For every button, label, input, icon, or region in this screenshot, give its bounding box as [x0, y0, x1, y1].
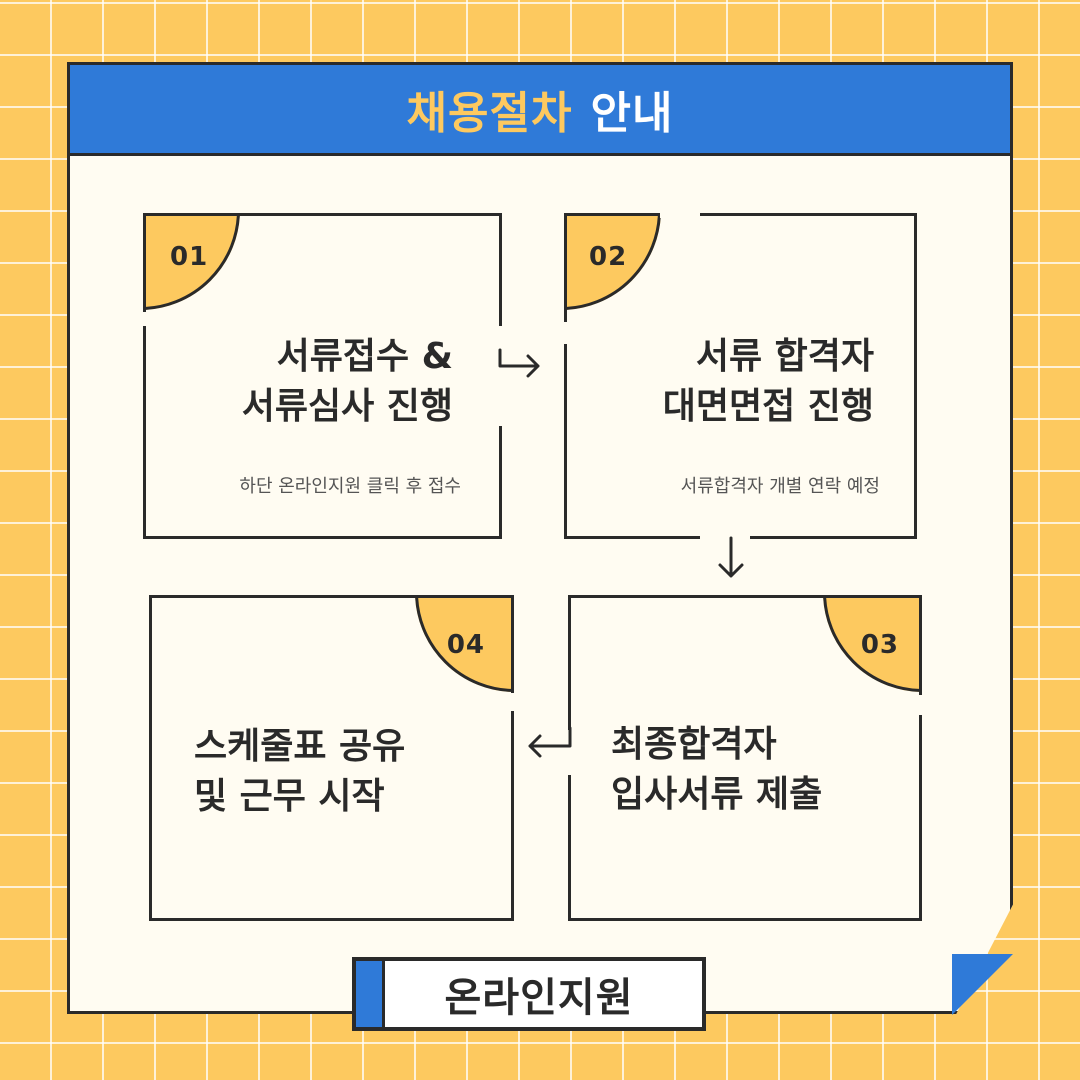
step-title-02-line1: 서류 합격자	[695, 336, 874, 377]
step-number-04: 04	[446, 630, 485, 660]
page-title-accent: 채용절차	[406, 88, 573, 139]
step-badge-02: 02	[567, 216, 663, 312]
apply-button-stripe	[356, 961, 385, 1027]
step-number-03: 03	[860, 630, 899, 660]
step-title-01-line2: 서류심사 진행	[241, 386, 453, 427]
step-title-03-line1: 최종합격자	[611, 724, 777, 765]
step-card-03: 03 최종합격자 입사서류 제출	[568, 595, 922, 921]
step-desc-01: 하단 온라인지원 클릭 후 접수	[239, 476, 461, 497]
step-title-04-line1: 스케줄표 공유	[194, 726, 406, 767]
step-number-01: 01	[170, 242, 209, 272]
step-title-04-line2: 및 근무 시작	[194, 776, 385, 817]
step-title-01-line1: 서류접수 &	[276, 336, 453, 377]
apply-online-button[interactable]: 온라인지원	[352, 957, 706, 1031]
step-title-01: 서류접수 & 서류심사 진행	[242, 332, 453, 432]
arrow-left-icon	[528, 726, 572, 758]
step-badge-03: 03	[823, 598, 919, 694]
step-badge-01: 01	[146, 216, 242, 312]
step-badge-04: 04	[415, 598, 511, 694]
step-number-02: 02	[589, 242, 628, 272]
arrow-right-icon	[498, 348, 540, 378]
step-card-02: 02 서류 합격자 대면면접 진행 서류합격자 개별 연락 예정	[564, 213, 917, 539]
step-title-02: 서류 합격자 대면면접 진행	[663, 332, 874, 432]
step-title-02-line2: 대면면접 진행	[662, 386, 874, 427]
apply-online-label: 온라인지원	[444, 975, 634, 1021]
arrow-down-icon	[718, 536, 744, 578]
header-banner: 채용절차 안내	[70, 65, 1010, 156]
step-card-01: 01 서류접수 & 서류심사 진행 하단 온라인지원 클릭 후 접수	[143, 213, 502, 539]
step-title-04: 스케줄표 공유 및 근무 시작	[194, 722, 405, 822]
step-title-03: 최종합격자 입사서류 제출	[611, 720, 822, 820]
step-title-03-line2: 입사서류 제출	[611, 774, 823, 815]
step-card-04: 04 스케줄표 공유 및 근무 시작	[149, 595, 514, 921]
step-desc-02: 서류합격자 개별 연락 예정	[680, 476, 880, 497]
page-title-rest: 안내	[590, 88, 674, 139]
page-fold-corner	[952, 954, 1013, 1015]
